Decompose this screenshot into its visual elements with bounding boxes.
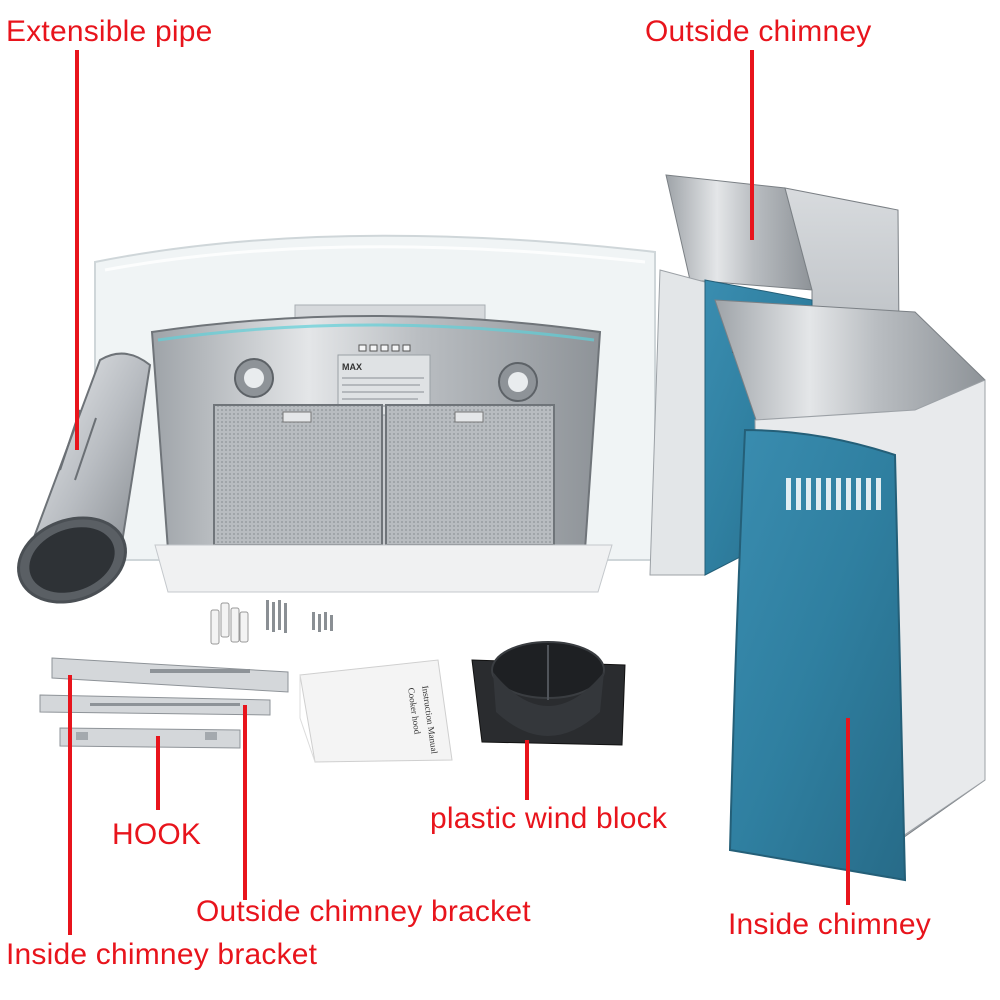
outside-chimney-bracket bbox=[51, 657, 289, 693]
screw-pack bbox=[210, 600, 333, 645]
instruction-manual bbox=[299, 659, 453, 763]
label-hook: HOOK bbox=[112, 818, 202, 851]
label-inside-chimney-bracket: Inside chimney bracket bbox=[6, 938, 318, 971]
hook-bracket bbox=[59, 727, 241, 749]
label-extensible-pipe: Extensible pipe bbox=[6, 15, 213, 48]
leader-lines bbox=[68, 50, 850, 935]
label-outside-chimney: Outside chimney bbox=[645, 15, 872, 48]
control-buttons bbox=[358, 344, 411, 352]
grease-filter-right bbox=[385, 404, 555, 546]
label-inside-chimney: Inside chimney bbox=[728, 908, 931, 941]
inside-chimney-vents bbox=[786, 478, 881, 510]
spec-brand: MAX bbox=[342, 362, 362, 372]
inside-chimney bbox=[714, 299, 986, 882]
label-plastic-wind-block: plastic wind block bbox=[430, 802, 668, 835]
inside-chimney-bracket bbox=[39, 694, 271, 716]
plastic-wind-block bbox=[471, 641, 626, 746]
grease-filter-left bbox=[213, 404, 383, 546]
range-hood: MAX bbox=[150, 304, 613, 593]
label-outside-chimney-bracket: Outside chimney bracket bbox=[196, 895, 531, 928]
